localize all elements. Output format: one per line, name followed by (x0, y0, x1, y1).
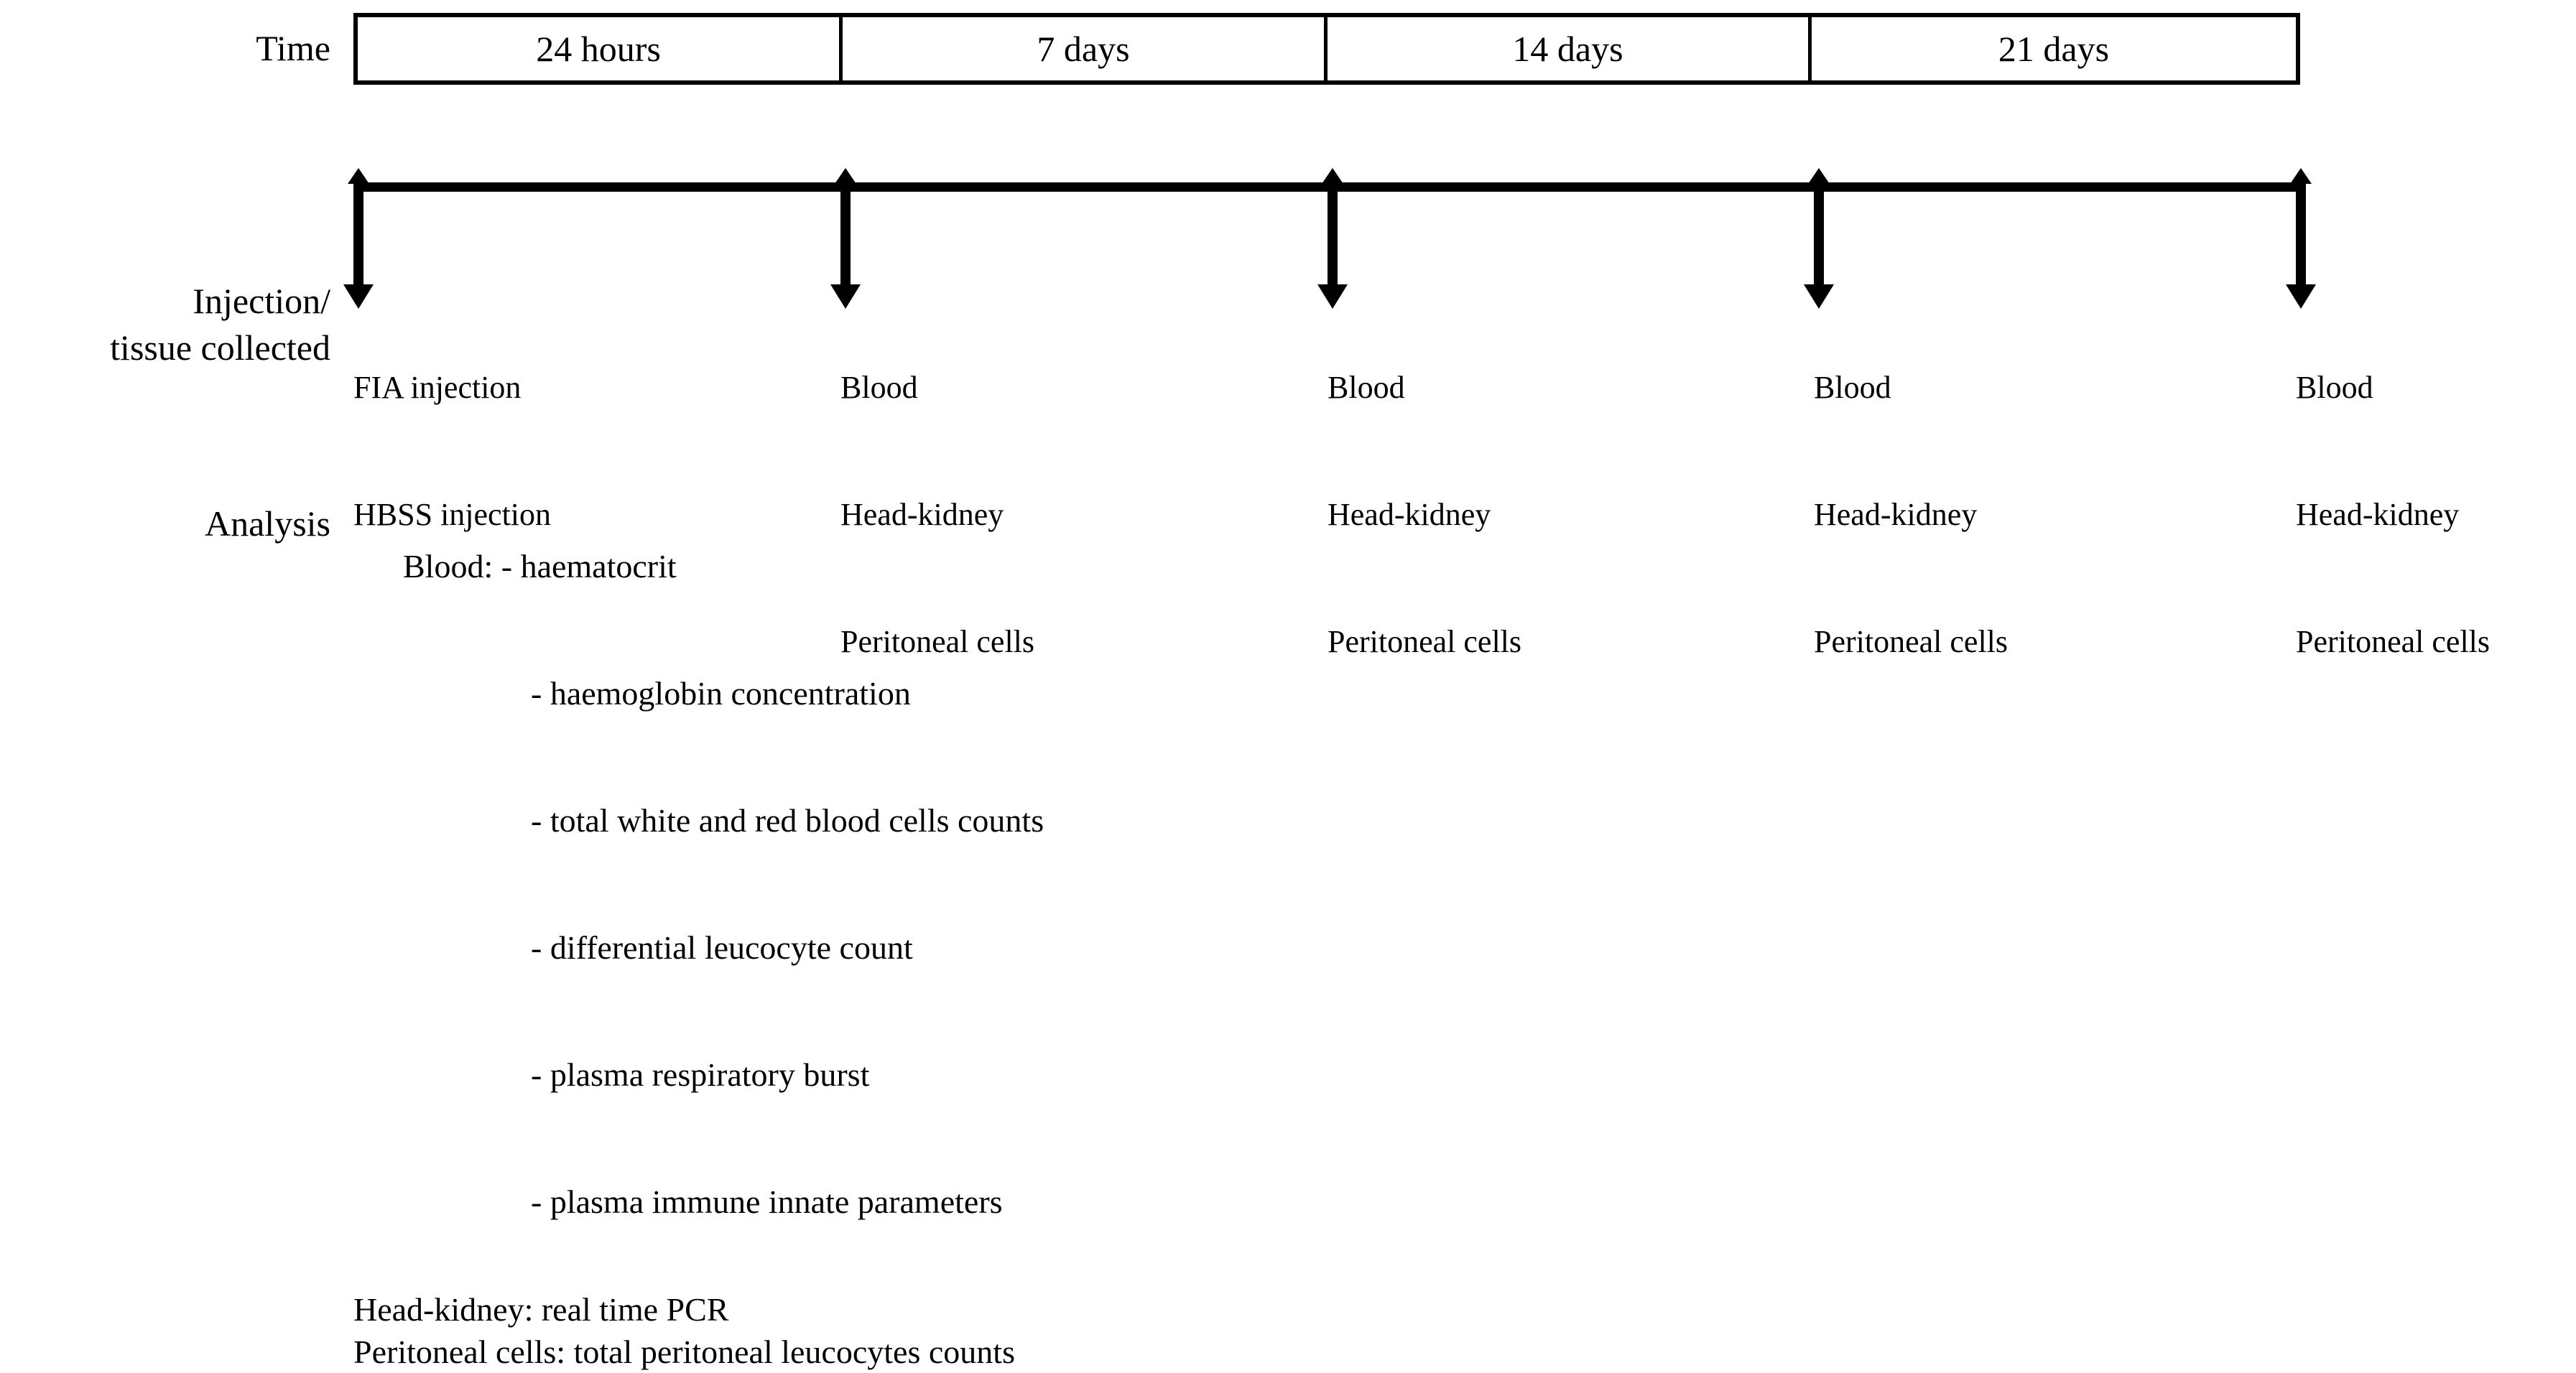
tick-stem (1814, 182, 1824, 290)
timepoint-item: Blood (840, 370, 918, 405)
up-triangle-marker-icon (1808, 168, 1830, 184)
up-triangle-marker-icon (2290, 168, 2312, 184)
analysis-spacer (353, 1265, 1044, 1288)
time-period-cell-0: 24 hours (358, 17, 843, 80)
timepoint-item: Peritoneal cells (2296, 624, 2491, 659)
timepoint-item: Head-kidney (840, 497, 1004, 532)
timepoint-item: Blood (1328, 370, 1405, 405)
analysis-blood-bullet: - plasma immune innate parameters (353, 1138, 1044, 1265)
timepoint-column-3: Blood Head-kidney Peritoneal cells (1814, 281, 2008, 748)
tick-stem (1328, 182, 1338, 290)
analysis-blood-bullet: - differential leucocyte count (353, 884, 1044, 1011)
timeline-period-bar: 24 hours 7 days 14 days 21 days (353, 13, 2300, 85)
down-arrow-icon (343, 284, 374, 309)
analysis-block: Blood: - haematocrit - haemoglobin conce… (353, 503, 1044, 1373)
timepoint-item: Peritoneal cells (1814, 624, 2009, 659)
timepoint-item: Peritoneal cells (840, 624, 1035, 659)
timepoint-item: Blood (2296, 370, 2373, 405)
analysis-blood-heading: Blood: (403, 548, 494, 585)
time-period-cell-3: 21 days (1998, 29, 2110, 69)
analysis-tail-line: Peritoneal cells: total peritoneal leuco… (353, 1334, 1015, 1370)
analysis-blood-item: - total white and red blood cells counts (531, 802, 1044, 839)
timepoint-column-0: FIA injection HBSS injection (353, 281, 551, 620)
up-triangle-marker-icon (348, 168, 369, 184)
down-arrow-icon (1804, 284, 1834, 309)
analysis-blood-item: - haemoglobin concentration (531, 675, 911, 712)
analysis-blood-bullet: - plasma respiratory burst (353, 1011, 1044, 1138)
timepoint-item: Blood (1814, 370, 1891, 405)
analysis-blood-bullet: - total white and red blood cells counts (353, 757, 1044, 884)
tick-stem (2296, 182, 2306, 290)
timeline-axis (353, 182, 2300, 192)
analysis-blood-bullet: - haemoglobin concentration (353, 630, 1044, 757)
row-label-injection-tissue-line2: tissue collected (110, 327, 330, 368)
timepoint-item: Head-kidney (1814, 497, 1978, 532)
down-arrow-icon (1317, 284, 1348, 309)
up-triangle-marker-icon (1322, 168, 1343, 184)
timepoint-item: Peritoneal cells (1328, 624, 1522, 659)
analysis-tail-line: Head-kidney: real time PCR (353, 1291, 729, 1328)
timepoint-item: HBSS injection (353, 497, 552, 532)
analysis-blood-item: - plasma immune innate parameters (531, 1183, 1003, 1220)
timepoint-item: Head-kidney (2296, 497, 2460, 532)
up-triangle-marker-icon (835, 168, 856, 184)
down-arrow-icon (830, 284, 861, 309)
timepoint-column-1: Blood Head-kidney Peritoneal cells (840, 281, 1034, 748)
analysis-blood-item: - plasma respiratory burst (531, 1056, 870, 1093)
down-arrow-icon (2286, 284, 2316, 309)
time-period-cell-1: 7 days (843, 17, 1328, 80)
row-label-injection-tissue-line1: Injection/ (193, 281, 330, 321)
figure-canvas: Time 24 hours 7 days 14 days 21 days Inj… (110, 13, 2490, 1370)
tick-stem (840, 182, 851, 290)
time-period-cell-2: 14 days (1328, 17, 1812, 80)
timepoint-column-2: Blood Head-kidney Peritoneal cells (1328, 281, 1521, 748)
timepoint-column-4: Blood Head-kidney Peritoneal cells (2296, 281, 2490, 748)
timepoint-item: Head-kidney (1328, 497, 1491, 532)
timepoint-item: FIA injection (353, 370, 522, 405)
tick-stem (353, 182, 363, 290)
row-label-analysis: Analysis (205, 503, 330, 544)
analysis-blood-item: - differential leucocyte count (531, 929, 913, 966)
analysis-blood-first-line: Blood: - haematocrit (353, 503, 1044, 630)
row-label-time: Time (256, 28, 330, 68)
analysis-blood-item: - haematocrit (501, 548, 677, 585)
